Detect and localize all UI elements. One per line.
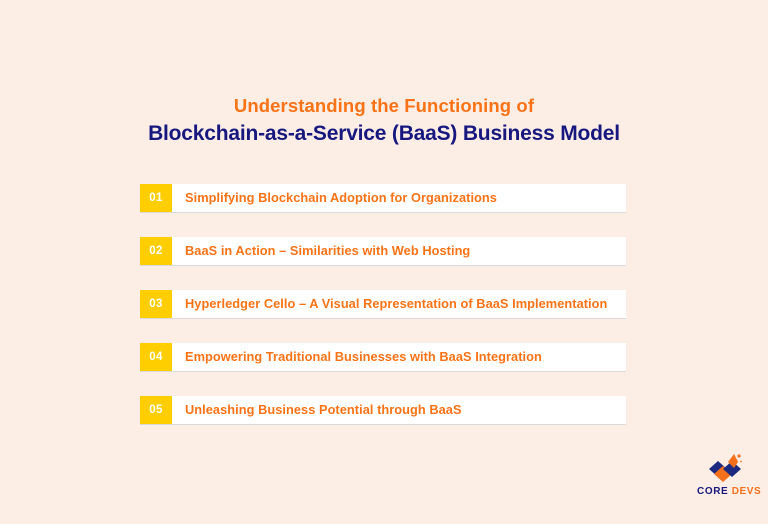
brand-logo: CORE DEVS xyxy=(697,452,762,504)
list-item-number-badge: 01 xyxy=(140,184,172,212)
list-item-card[interactable] xyxy=(140,343,626,372)
list-item-number-badge: 05 xyxy=(140,396,172,424)
core-devs-cube-logo-icon xyxy=(705,452,749,486)
list-item[interactable]: 05 Unleashing Business Potential through… xyxy=(140,396,626,425)
list-item-label: Empowering Traditional Businesses with B… xyxy=(185,349,542,364)
list-item-card[interactable] xyxy=(140,396,626,425)
list-item-card[interactable] xyxy=(140,184,626,213)
list-item[interactable]: 02 BaaS in Action – Similarities with We… xyxy=(140,237,626,266)
list-item-label: Simplifying Blockchain Adoption for Orga… xyxy=(185,190,497,205)
logo-wordmark: CORE DEVS xyxy=(697,486,762,498)
title-line-1: Understanding the Functioning of xyxy=(233,95,535,116)
logo-word-core: CORE xyxy=(697,486,729,497)
list-item-number-badge: 02 xyxy=(140,237,172,265)
list-item-card[interactable] xyxy=(140,290,626,319)
list-item-card[interactable] xyxy=(140,237,626,266)
page-title: Understanding the Functioning of Blockch… xyxy=(0,94,768,147)
topic-list: 01 Simplifying Blockchain Adoption for O… xyxy=(140,184,626,449)
list-item[interactable]: 04 Empowering Traditional Businesses wit… xyxy=(140,343,626,372)
list-item-label: Hyperledger Cello – A Visual Representat… xyxy=(185,296,608,311)
logo-word-devs: DEVS xyxy=(731,486,762,497)
list-item[interactable]: 01 Simplifying Blockchain Adoption for O… xyxy=(140,184,626,213)
list-item[interactable]: 03 Hyperledger Cello – A Visual Represen… xyxy=(140,290,626,319)
title-line-2: Blockchain-as-a-Service (BaaS) Business … xyxy=(148,122,620,145)
list-item-label: Unleashing Business Potential through Ba… xyxy=(185,402,462,417)
list-item-number-badge: 03 xyxy=(140,290,172,318)
list-item-number-badge: 04 xyxy=(140,343,172,371)
list-item-label: BaaS in Action – Similarities with Web H… xyxy=(185,243,471,258)
